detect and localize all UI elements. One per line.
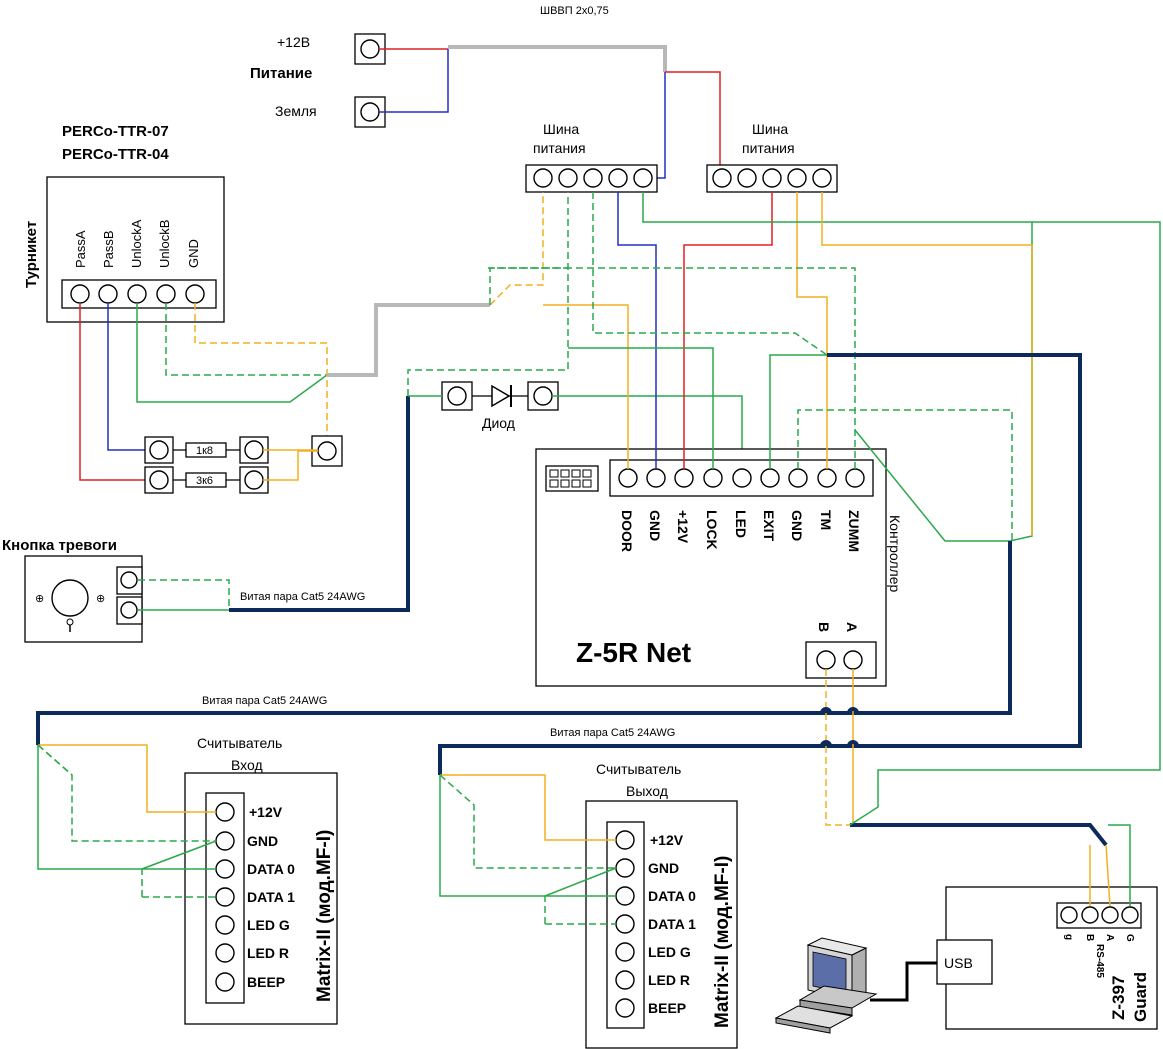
- reader-in-title2: Вход: [231, 757, 263, 773]
- reader-in-pin-gnd: GND: [247, 833, 278, 849]
- screw-icon-right: ⊕: [96, 593, 105, 605]
- guard-pin-gg: G: [1124, 934, 1135, 942]
- computer-icon: [774, 937, 878, 1034]
- power-title: Питание: [250, 65, 312, 82]
- reader-out-pin-data1: DATA 1: [648, 916, 696, 932]
- diode-terminal-right: [527, 381, 559, 411]
- reader-out-title2: Выход: [626, 783, 668, 799]
- reader-out-pin-beep: BEEP: [648, 1000, 686, 1016]
- turnstile-model2: PERCo-TTR-04: [62, 146, 169, 163]
- reader-in-pin-ledg: LED G: [247, 917, 290, 933]
- guard-name1: Z-397: [1109, 976, 1128, 1020]
- turnstile-pin-gnd: GND: [186, 239, 201, 268]
- diode-label: Диод: [482, 415, 515, 431]
- reader-out-model: Matrix-II (мод.MF-I): [712, 856, 733, 1028]
- controller-pin-gnd2: GND: [789, 510, 805, 541]
- turnstile-pin-unlockb: UnlockB: [157, 220, 172, 268]
- diode-icon: [491, 384, 512, 408]
- guard-pin-b: B: [1084, 934, 1095, 941]
- power-cable-label: ШВВП 2х0,75: [540, 5, 609, 17]
- guard-rs485-terminal: [1056, 902, 1142, 929]
- controller-name: Z-5R Net: [576, 637, 691, 668]
- reader-out-pin-ledr: LED R: [648, 972, 690, 988]
- screw-icon-left: ⊕: [35, 593, 44, 605]
- bus-right-title1: Шина: [752, 121, 788, 137]
- controller-pin-exit: EXIT: [761, 510, 777, 542]
- alarm-title: Кнопка тревоги: [2, 537, 117, 554]
- controller-rs-a: A: [844, 622, 860, 632]
- controller-pin-zumm: ZUMM: [846, 510, 862, 552]
- resistor-3k6-label: 3к6: [196, 475, 213, 487]
- power-plus-label: +12В: [277, 34, 310, 50]
- alarm-cable-label: Витая пара Cat5 24AWG: [240, 591, 365, 603]
- controller-pin-lock: LOCK: [704, 510, 720, 550]
- cable-label-1: Витая пара Cat5 24AWG: [202, 695, 327, 707]
- reader-in-pin-ledr: LED R: [247, 945, 289, 961]
- power-ground-label: Земля: [275, 103, 317, 119]
- reader-out-pin-12v: +12V: [650, 832, 684, 848]
- resistor-1k8-label: 1к8: [196, 445, 213, 457]
- controller-side-label: Контроллер: [887, 515, 903, 592]
- resistor-block: [144, 435, 343, 494]
- reader-in-pin-12v: +12V: [249, 804, 283, 820]
- reader-in-pin-beep: BEEP: [247, 974, 285, 990]
- controller-pin-12v: +12V: [675, 510, 691, 544]
- controller-rs-b: B: [816, 622, 832, 632]
- reader-in-title1: Считыватель: [197, 735, 282, 751]
- reader-in-pin-data1: DATA 1: [247, 889, 295, 905]
- controller-pin-door: DOOR: [619, 510, 635, 552]
- reader-in-model: Matrix-II (мод.MF-I): [314, 830, 335, 1002]
- reader-out-pin-data0: DATA 0: [648, 888, 696, 904]
- controller-pin-gnd1: GND: [647, 510, 663, 541]
- controller-rs485-terminal: [805, 641, 877, 679]
- guard-usb-label: USB: [944, 955, 973, 971]
- controller-pin-tm: TM: [818, 510, 834, 530]
- guard-pin-g: g: [1063, 934, 1074, 940]
- bus-left-title2: питания: [533, 140, 586, 156]
- resistor-1k8: [185, 442, 227, 458]
- controller-jumper-block: [545, 465, 599, 492]
- resistor-3k6: [185, 472, 227, 488]
- turnstile-side-label: Турникет: [23, 221, 40, 288]
- controller-pin-led: LED: [733, 510, 749, 538]
- guard-usb-port: [936, 939, 993, 985]
- power-bus-right: [706, 164, 838, 193]
- cable-label-2: Витая пара Cat5 24AWG: [550, 727, 675, 739]
- turnstile-pin-passa: PassA: [73, 230, 88, 268]
- bus-left-title1: Шина: [543, 121, 579, 137]
- reader-out-pin-gnd: GND: [648, 860, 679, 876]
- diode-terminal-left: [441, 381, 473, 411]
- guard-pin-a: A: [1104, 934, 1115, 941]
- guard-rs485-label: RS-485: [1094, 944, 1105, 978]
- reader-in-pin-data0: DATA 0: [247, 861, 295, 877]
- turnstile-model1: PERCo-TTR-07: [62, 123, 169, 140]
- alarm-button: ⊕ ⊕: [24, 555, 143, 643]
- turnstile-pin-unlocka: UnlockA: [129, 219, 144, 268]
- power-bus-left: [525, 164, 658, 193]
- turnstile-pin-passb: PassB: [101, 230, 116, 268]
- reader-out-pin-ledg: LED G: [648, 944, 691, 960]
- reader-out-title1: Считыватель: [596, 761, 681, 777]
- guard-name2: Guard: [1131, 972, 1150, 1022]
- bus-right-title2: питания: [742, 140, 795, 156]
